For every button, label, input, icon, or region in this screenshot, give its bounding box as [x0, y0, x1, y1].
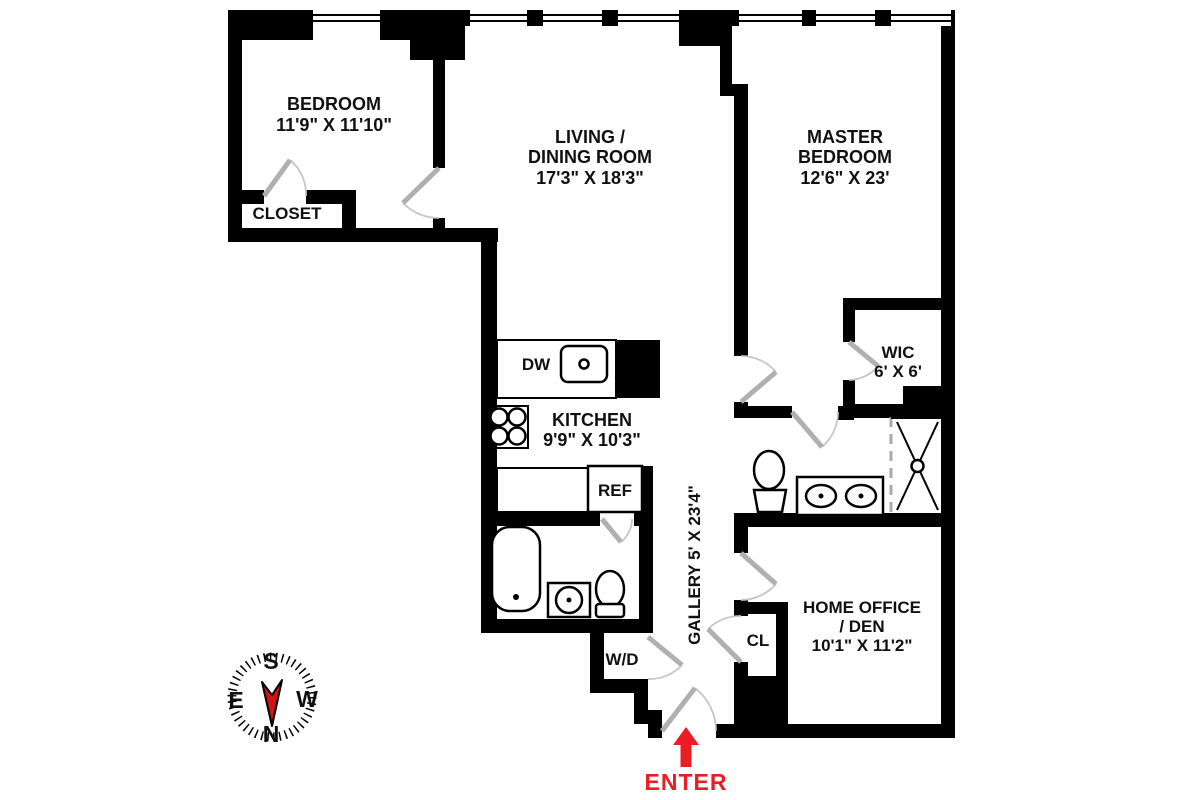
appliance-label-dw: DW: [522, 355, 551, 374]
room-dims-kitchen: 9'9" X 10'3": [543, 430, 641, 450]
compass-east: E: [228, 687, 243, 713]
bathtub: [490, 525, 542, 613]
master-bath-door: [790, 410, 839, 449]
kitchen-fixtures: [487, 339, 644, 514]
window: [618, 10, 679, 26]
bathroom-door: [600, 517, 633, 544]
room-label-living-1: LIVING /: [555, 127, 625, 147]
washer-dryer-door: [646, 635, 684, 680]
room-label-cl: CL: [747, 631, 770, 650]
room-label-home-office-1: HOME OFFICE: [803, 598, 921, 617]
window: [891, 10, 951, 26]
master-bathroom-fixtures: [752, 417, 941, 517]
bedroom-door: [401, 166, 441, 219]
counter-top: [496, 339, 617, 399]
room-dims-wic: 6' X 6': [874, 362, 922, 381]
enter-label: ENTER: [645, 769, 728, 795]
toilet: [594, 569, 626, 609]
entry-door: [660, 686, 717, 733]
compass-south: S: [263, 648, 278, 674]
room-label-bedroom: BEDROOM: [287, 94, 381, 114]
window: [816, 10, 875, 26]
burner: [507, 426, 527, 446]
room-label-master-1: MASTER: [807, 127, 883, 147]
cl-closet-door: [706, 615, 743, 664]
burner: [489, 407, 509, 427]
window: [543, 10, 602, 26]
counter-lower: [496, 467, 591, 513]
compass-north: N: [263, 721, 280, 747]
master-bedroom-door: [739, 355, 778, 404]
appliance-label-ref: REF: [598, 481, 632, 500]
window: [313, 10, 380, 26]
toilet: [752, 449, 786, 491]
cooktop: [487, 405, 529, 449]
refrigerator: [586, 464, 644, 514]
room-labels: BEDROOM 11'9" X 11'10" CLOSET LIVING / D…: [253, 94, 922, 669]
tub-drain: [513, 594, 519, 600]
window: [739, 10, 802, 26]
room-label-wd: W/D: [605, 650, 638, 669]
room-label-closet: CLOSET: [253, 204, 323, 223]
burner: [507, 407, 527, 427]
closet-door: [261, 158, 307, 198]
compass-needle-icon: [261, 679, 283, 727]
room-label-wic: WIC: [881, 343, 914, 362]
room-dims-home-office: 10'1" X 11'2": [812, 636, 913, 655]
compass-rose: S N E W: [227, 648, 318, 747]
enter-arrow-icon: [673, 727, 699, 767]
room-dims-living: 17'3" X 18'3": [536, 168, 644, 188]
compass-tick-ring: [227, 652, 317, 742]
room-label-kitchen: KITCHEN: [552, 410, 632, 430]
room-dims-master: 12'6" X 23': [800, 168, 889, 188]
compass-west: W: [296, 686, 318, 712]
wic-door: [847, 340, 880, 381]
windows: [313, 10, 951, 26]
room-dims-bedroom: 11'9" X 11'10": [276, 115, 392, 135]
room-label-master-2: BEDROOM: [798, 147, 892, 167]
room-label-living-2: DINING ROOM: [528, 147, 652, 167]
room-label-home-office-2: / DEN: [839, 617, 884, 636]
doors: [261, 158, 880, 733]
window: [470, 10, 527, 26]
home-office-hall-door: [739, 551, 778, 601]
burner: [489, 426, 509, 446]
shower: [896, 421, 939, 511]
walls: [228, 10, 955, 738]
room-label-gallery: GALLERY 5' X 23'4": [685, 485, 704, 645]
hall-bathroom-fixtures: [490, 525, 626, 619]
entry-marker: ENTER: [645, 727, 728, 795]
